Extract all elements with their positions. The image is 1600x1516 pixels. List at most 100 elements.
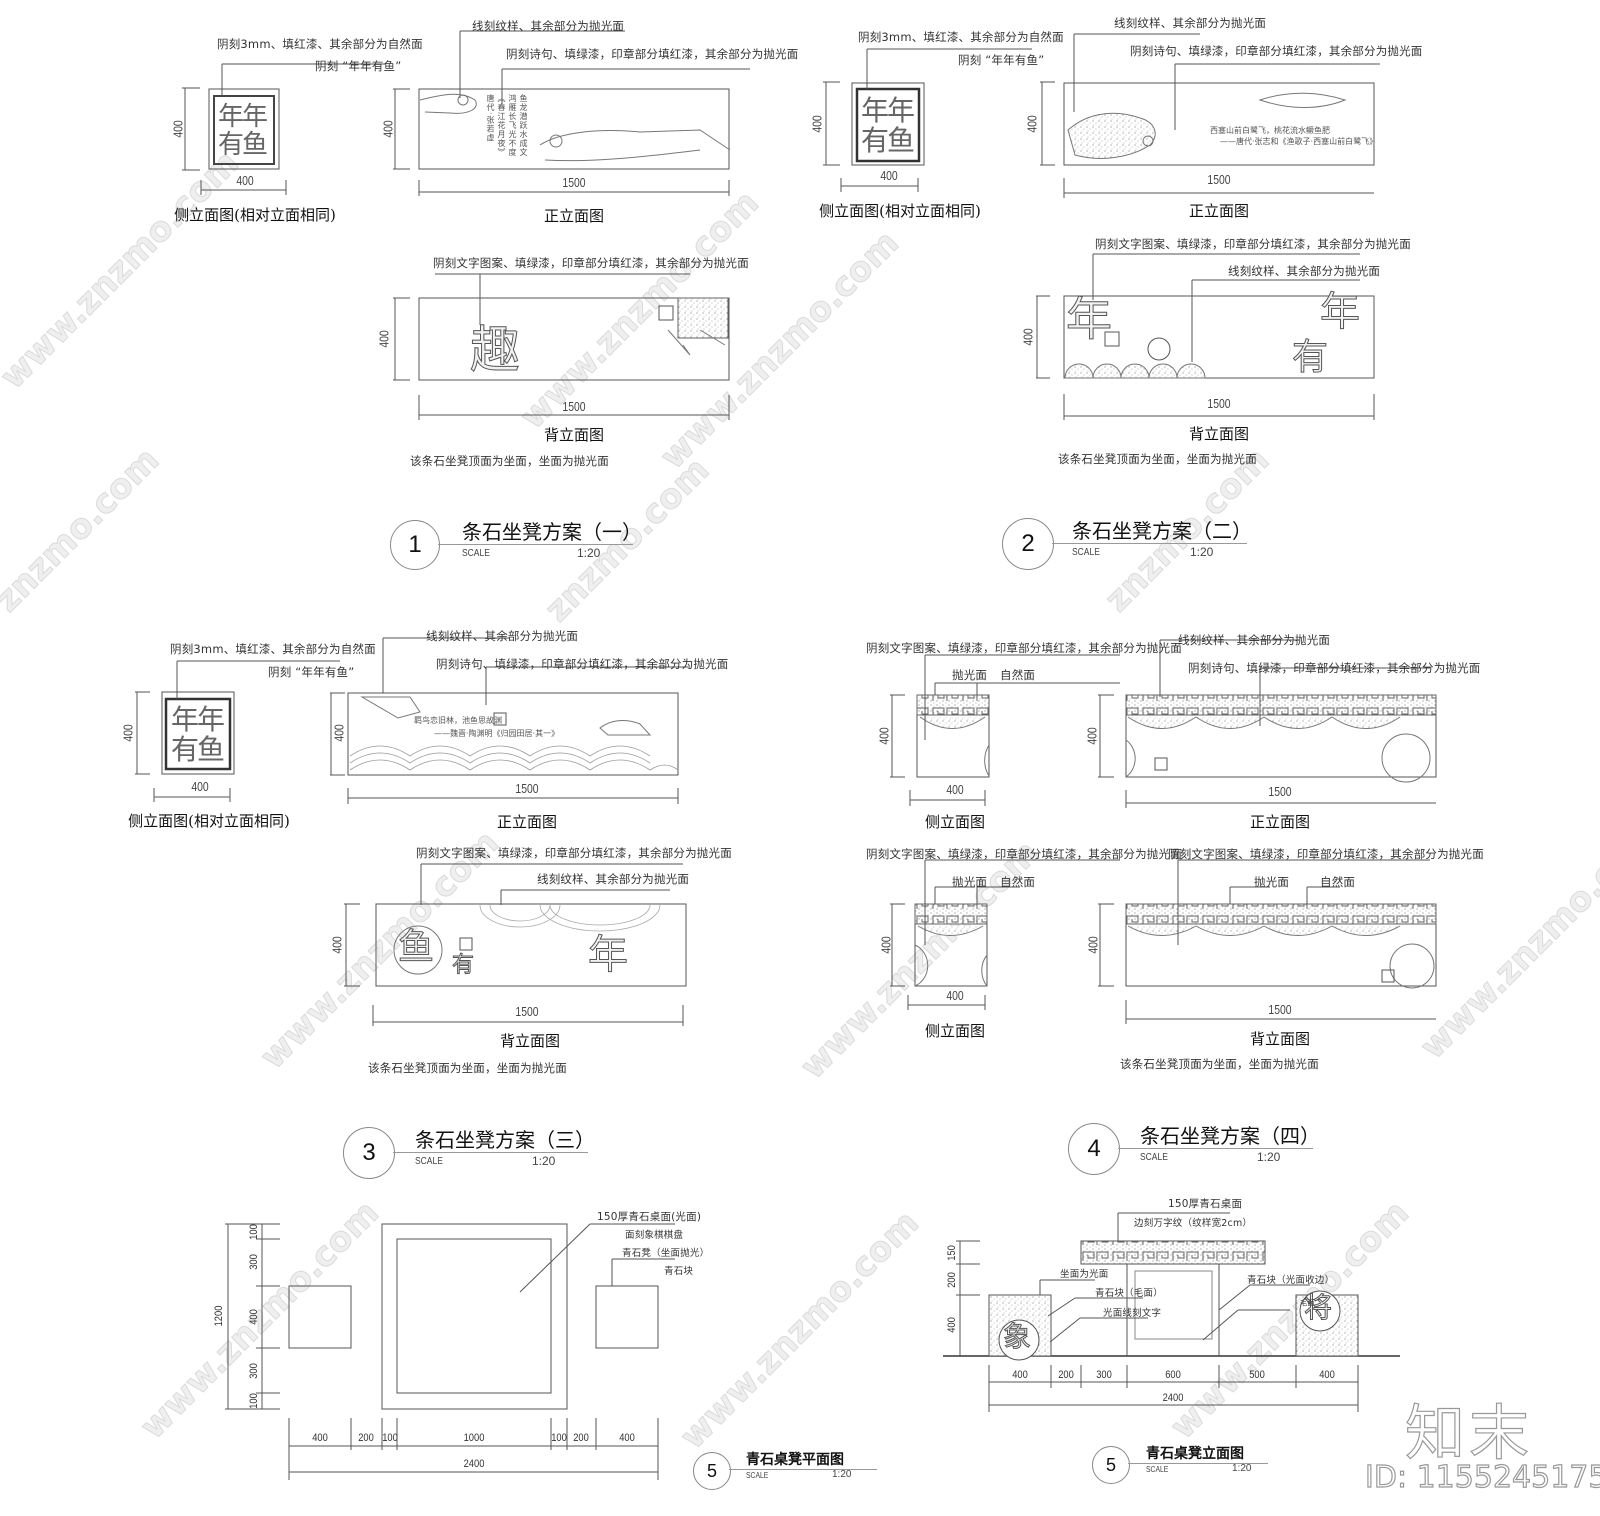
dim-height: 400 bbox=[331, 724, 347, 742]
note-side-engrave: 阴刻3mm、填红漆、其余部分为自然面 bbox=[170, 642, 376, 656]
scheme-number: 1 bbox=[390, 520, 440, 570]
note-table-top: 150厚青石桌面 bbox=[1168, 1198, 1243, 1210]
title-underline bbox=[729, 1469, 877, 1470]
dim-horizontal: 100 bbox=[382, 1432, 398, 1444]
scheme-title: 条石坐凳方案（三） bbox=[415, 1128, 595, 1152]
title-underline bbox=[393, 1152, 588, 1153]
scale-label: SCALE bbox=[462, 548, 490, 559]
note-poem-engrave: 阴刻诗句、填绿漆，印章部分填红漆，其余部分为抛光面 bbox=[1130, 44, 1423, 58]
dim-horizontal: 300 bbox=[1096, 1369, 1112, 1381]
dim-height: 400 bbox=[809, 115, 825, 133]
label-side-view: 侧立面图(相对立面相同) bbox=[128, 812, 290, 830]
note-natural: 自然面 bbox=[1000, 668, 1036, 682]
note-seat-polished: 坐面为光面 bbox=[1060, 1269, 1109, 1280]
note-line-pattern: 线刻纹样、其余部分为抛光面 bbox=[1228, 264, 1381, 278]
scale-label: SCALE bbox=[1146, 1465, 1169, 1474]
note-natural: 自然面 bbox=[1320, 875, 1356, 889]
brand-logo: 知末 bbox=[1404, 1398, 1533, 1469]
brand-id: ID: 1155245175 bbox=[1364, 1459, 1600, 1495]
scale-ratio: 1:20 bbox=[577, 546, 601, 560]
dim-vertical-total: 1200 bbox=[213, 1305, 225, 1327]
scale-ratio: 1:20 bbox=[1190, 545, 1214, 559]
dim-horizontal: 600 bbox=[1165, 1369, 1181, 1381]
label-front-view: 正立面图 bbox=[543, 207, 605, 225]
label-front-view: 正立面图 bbox=[496, 813, 558, 831]
poem-line-1: 羁鸟恋旧林，池鱼思故渊 bbox=[414, 716, 502, 725]
scale-label: SCALE bbox=[415, 1156, 443, 1167]
title-underline bbox=[1128, 1463, 1268, 1464]
note-side-engrave-text: 阴刻 “年年有鱼” bbox=[958, 53, 1045, 67]
dim-horizontal-total: 2400 bbox=[463, 1458, 485, 1470]
dim-horizontal: 400 bbox=[1012, 1369, 1028, 1381]
back-char-qu: 趣 bbox=[470, 321, 521, 379]
back-char: 有 bbox=[451, 953, 475, 978]
scale-ratio: 1:20 bbox=[532, 1154, 556, 1168]
dim-horizontal: 200 bbox=[1058, 1369, 1074, 1381]
view-title: 青石桌凳平面图 bbox=[746, 1452, 844, 1468]
dim-vertical: 300 bbox=[248, 1254, 260, 1270]
poem-line-2: ——唐代·张志和《渔歌子·西塞山前白鹭飞》 bbox=[1220, 137, 1378, 146]
dim-length: 1500 bbox=[515, 1004, 539, 1019]
note-seat-surface: 该条石坐凳顶面为坐面，坐面为抛光面 bbox=[368, 1061, 567, 1075]
view-number: 5 bbox=[1092, 1446, 1130, 1484]
note-table-top: 150厚青石桌面(光面) bbox=[597, 1211, 702, 1223]
dim-length: 1500 bbox=[1207, 172, 1231, 187]
label-side-view: 侧立面图(相对立面相同) bbox=[174, 206, 336, 224]
note-line-pattern: 线刻纹样、其余部分为抛光面 bbox=[1178, 633, 1331, 647]
back-char: 年 bbox=[1066, 292, 1113, 346]
note-seat-surface: 该条石坐凳顶面为坐面，坐面为抛光面 bbox=[1120, 1057, 1319, 1071]
note-polished: 抛光面 bbox=[1254, 875, 1290, 889]
scale-label: SCALE bbox=[1140, 1152, 1168, 1163]
label-side-view: 侧立面图 bbox=[924, 813, 986, 831]
dim-vertical: 200 bbox=[946, 1272, 958, 1288]
dim-horizontal: 500 bbox=[1249, 1369, 1265, 1381]
dim-horizontal-total: 2400 bbox=[1162, 1392, 1184, 1404]
note-seat-surface: 该条石坐凳顶面为坐面，坐面为抛光面 bbox=[1058, 452, 1257, 466]
dim-width: 400 bbox=[946, 988, 964, 1003]
dim-vertical: 150 bbox=[946, 1245, 958, 1261]
scheme-number: 4 bbox=[1068, 1123, 1120, 1175]
view-number: 5 bbox=[693, 1452, 731, 1490]
scheme-title: 条石坐凳方案（一） bbox=[462, 520, 642, 544]
seal-nian-nian-you-yu: 年年有鱼 bbox=[218, 102, 268, 160]
dim-horizontal: 200 bbox=[358, 1432, 374, 1444]
note-engraved-text: 光面线刻文字 bbox=[1103, 1308, 1162, 1319]
char-jiang: 将 bbox=[1303, 1291, 1333, 1324]
scale-label: SCALE bbox=[1072, 547, 1100, 558]
view-title: 青石桌凳立面图 bbox=[1146, 1446, 1244, 1462]
seal-nian-nian-you-yu: 年年有鱼 bbox=[861, 94, 915, 157]
scheme-title: 条石坐凳方案（二） bbox=[1072, 519, 1252, 543]
label-back-view: 背立面图 bbox=[543, 426, 605, 444]
poem-vertical: 鱼龙潜跃水成文 鸿雁长飞光不度 《春江花月夜》 唐代·张若虚 bbox=[485, 94, 529, 164]
dim-height: 400 bbox=[329, 936, 345, 954]
back-char: 年 bbox=[588, 932, 629, 978]
label-side-view: 侧立面图(相对立面相同) bbox=[819, 202, 981, 220]
dim-height: 400 bbox=[878, 936, 894, 954]
back-char: 年 bbox=[1320, 289, 1361, 335]
note-stool-block: 青石块 bbox=[664, 1266, 694, 1277]
dim-vertical: 300 bbox=[248, 1363, 260, 1379]
dim-length: 1500 bbox=[1268, 784, 1292, 799]
note-poem-engrave: 阴刻诗句、填绿漆，印章部分填红漆，其余部分为抛光面 bbox=[1188, 661, 1481, 675]
note-chessboard: 面刻象棋棋盘 bbox=[625, 1230, 684, 1241]
note-text-engrave: 阴刻文字图案、填绿漆，印章部分填红漆，其余部分为抛光面 bbox=[1168, 847, 1484, 861]
poem-line: 唐代·张若虚 bbox=[486, 94, 495, 143]
dim-length: 1500 bbox=[515, 781, 539, 796]
dim-vertical: 400 bbox=[946, 1317, 958, 1333]
dim-horizontal: 200 bbox=[573, 1432, 589, 1444]
note-text-engrave: 阴刻文字图案、填绿漆，印章部分填红漆，其余部分为抛光面 bbox=[866, 641, 1182, 655]
scale-label: SCALE bbox=[746, 1471, 769, 1480]
dim-width: 400 bbox=[236, 173, 254, 188]
dim-vertical: 100 bbox=[248, 1224, 260, 1240]
dim-width: 400 bbox=[946, 782, 964, 797]
note-poem-engrave: 阴刻诗句、填绿漆，印章部分填红漆，其余部分为抛光面 bbox=[506, 47, 799, 61]
scale-ratio: 1:20 bbox=[1257, 1150, 1281, 1164]
note-natural: 自然面 bbox=[1000, 875, 1036, 889]
dim-height: 400 bbox=[380, 120, 396, 138]
poem-line: 《春江花月夜》 bbox=[497, 94, 506, 157]
dim-vertical: 100 bbox=[248, 1393, 260, 1409]
dim-height: 400 bbox=[120, 724, 136, 742]
dim-width: 400 bbox=[191, 779, 209, 794]
note-text-engrave: 阴刻文字图案、填绿漆，印章部分填红漆，其余部分为抛光面 bbox=[416, 846, 732, 860]
